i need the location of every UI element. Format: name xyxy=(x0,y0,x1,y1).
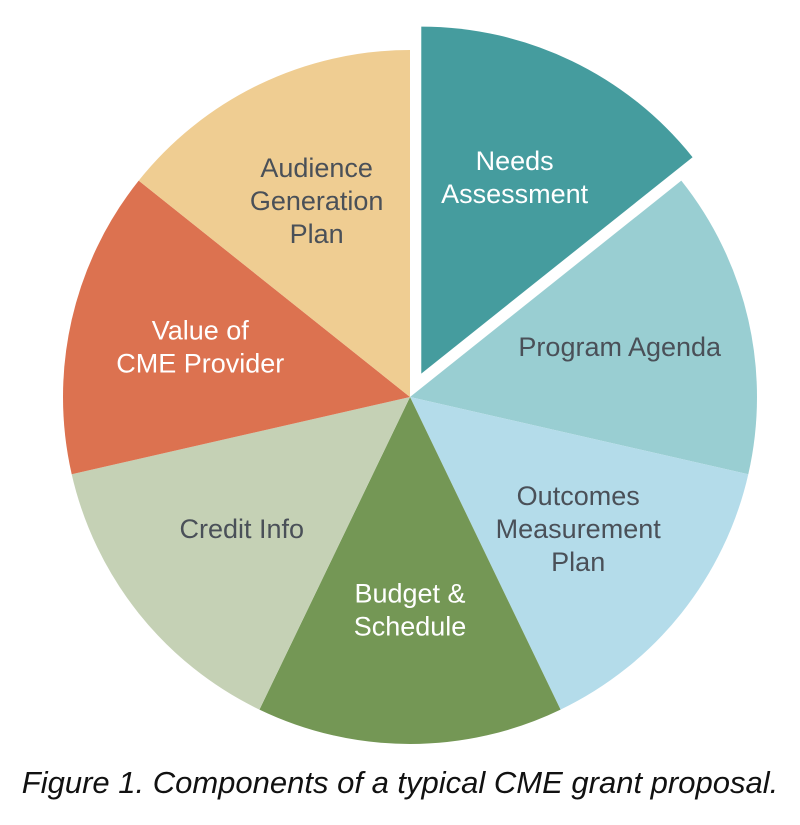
figure-caption: Figure 1. Components of a typical CME gr… xyxy=(21,765,779,800)
slice-label-budget-and-schedule: Budget &Schedule xyxy=(354,579,467,642)
slice-label-line: Schedule xyxy=(354,612,467,642)
slice-label-line: Generation xyxy=(250,186,384,216)
pie-slices xyxy=(63,26,757,744)
slice-label-line: Credit Info xyxy=(180,514,305,544)
slice-label-line: Assessment xyxy=(441,179,589,209)
slice-label-line: Outcomes xyxy=(517,481,640,511)
pie-slice-needs-assessment xyxy=(421,26,693,374)
pie-slice-value-of-cme-provider xyxy=(63,180,411,475)
slice-label-line: Audience xyxy=(260,153,373,183)
pie-slice-outcomes-measurement-plan xyxy=(410,397,749,710)
slice-label-line: Value of xyxy=(152,316,250,346)
pie-slice-program-agenda xyxy=(410,180,757,475)
slice-label-credit-info: Credit Info xyxy=(180,514,305,544)
slice-label-line: Measurement xyxy=(496,514,662,544)
slice-label-line: Budget & xyxy=(354,579,465,609)
slice-label-line: Needs xyxy=(476,146,554,176)
pie-slice-budget-and-schedule xyxy=(259,397,561,744)
slice-label-line: Program Agenda xyxy=(518,332,722,362)
slice-label-program-agenda: Program Agenda xyxy=(518,332,722,362)
pie-slice-credit-info xyxy=(71,397,410,710)
slice-label-line: Plan xyxy=(290,219,344,249)
pie-slice-audience-generation-plan xyxy=(138,50,411,397)
slice-label-line: CME Provider xyxy=(116,349,284,379)
slice-label-line: Plan xyxy=(551,547,605,577)
